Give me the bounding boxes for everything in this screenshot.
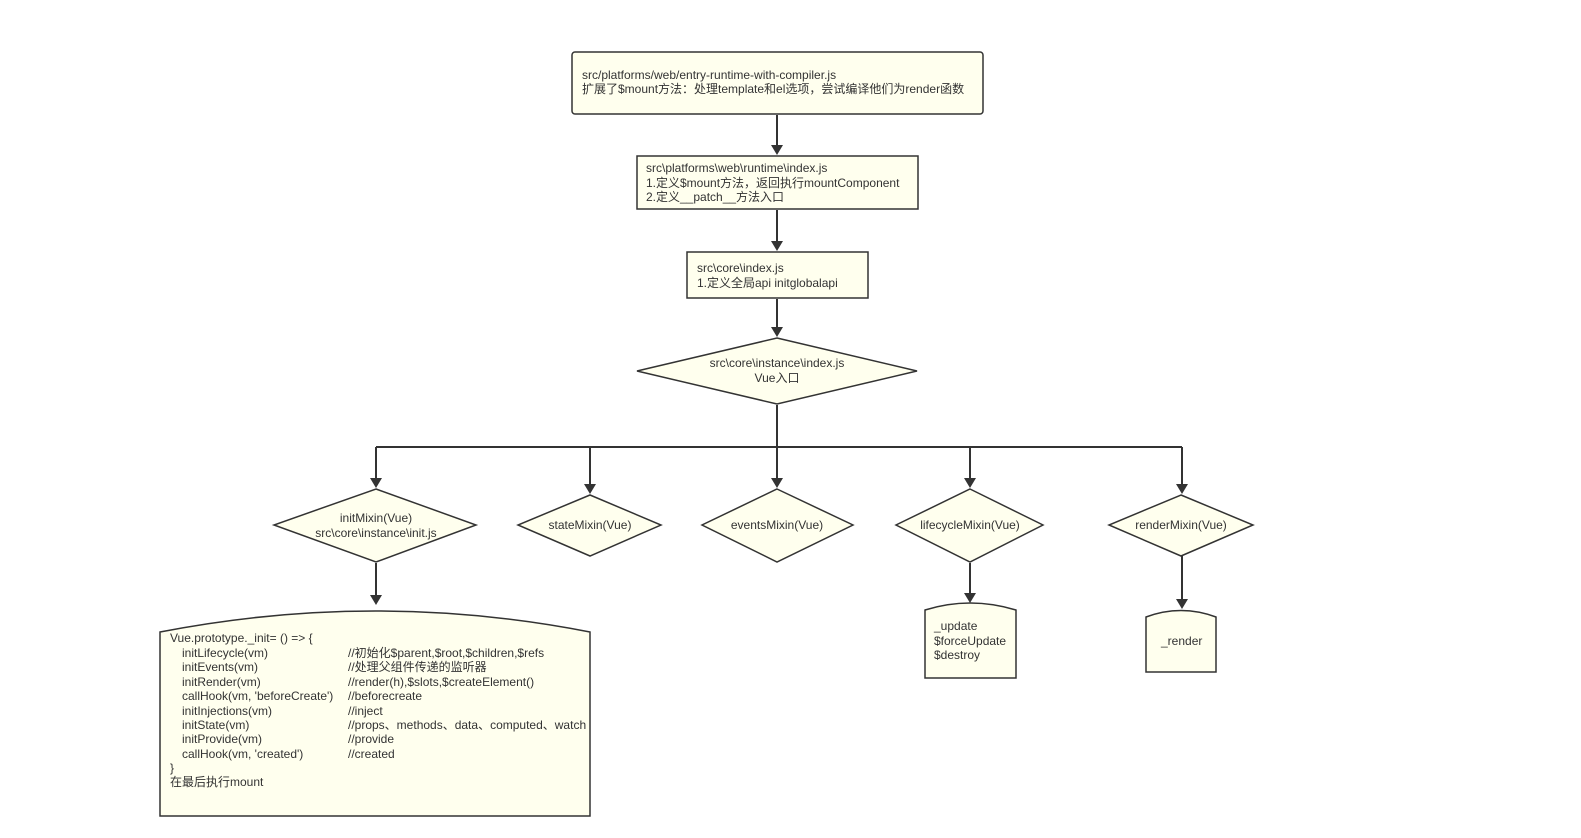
node-line: 扩展了$mount方法：处理template和el选项，尝试编译他们为rende… [582,81,964,96]
node-line: 2.定义__patch__方法入口 [646,189,784,204]
code-statement: callHook(vm, 'beforeCreate') [182,689,333,703]
node-lifecycle-methods[interactable]: _update $forceUpdate $destroy [924,602,1017,679]
method-name: _update [933,619,978,633]
node-line: src\platforms\web\runtime\index.js [646,161,827,175]
node-box [686,251,869,299]
node-label: stateMixin(Vue) [549,518,632,532]
node-box [1145,609,1217,673]
node-diamond [516,494,663,557]
node-runtime-index[interactable]: src\platforms\web\runtime\index.js 1.定义$… [636,155,919,210]
node-events-mixin[interactable]: eventsMixin(Vue) [700,488,855,563]
node-box [571,51,984,115]
arrowhead [370,478,382,488]
node-diamond [700,488,855,563]
node-diamond [1107,494,1255,557]
code-comment: //beforecreate [348,689,422,703]
node-diamond [271,488,479,563]
arrowhead [370,595,382,605]
code-header: Vue.prototype._init= () => { [170,631,313,645]
code-comment: //render(h),$slots,$createElement() [348,675,534,689]
code-statement: callHook(vm, 'created') [182,747,303,761]
code-note: 在最后执行mount [170,775,264,789]
arrowhead [584,484,596,494]
code-statement: initState(vm) [182,718,249,732]
node-line: Vue入口 [755,371,800,385]
node-line: src/platforms/web/entry-runtime-with-com… [582,68,836,82]
method-name: _render [1160,634,1202,648]
code-comment: //处理父组件传递的监听器 [348,659,487,674]
node-state-mixin[interactable]: stateMixin(Vue) [516,494,663,557]
node-diamond [636,337,918,405]
code-statement: initInjections(vm) [182,704,272,718]
node-label: eventsMixin(Vue) [731,518,823,532]
node-line: src\core\instance\index.js [710,356,845,370]
code-comment: //初始化$parent,$root,$children,$refs [348,646,544,660]
edges [370,115,1188,609]
arrowhead [1176,599,1188,609]
method-name: $destroy [934,648,980,662]
node-line: 1.定义$mount方法，返回执行mountComponent [646,175,900,190]
node-box [636,155,919,210]
node-render-mixin[interactable]: renderMixin(Vue) [1107,494,1255,557]
node-core-index[interactable]: src\core\index.js 1.定义全局api initglobalap… [686,251,869,299]
node-line: src\core\instance\init.js [315,526,436,540]
code-statement: initRender(vm) [182,675,261,689]
node-lifecycle-mixin[interactable]: lifecycleMixin(Vue) [894,488,1045,563]
code-comment: //inject [348,704,383,718]
arrowhead [964,478,976,488]
arrowhead [964,593,976,603]
node-label: lifecycleMixin(Vue) [920,518,1020,532]
node-line: src\core\index.js [697,261,784,275]
arrowhead [771,327,783,337]
node-box [924,602,1017,679]
node-init-mixin[interactable]: initMixin(Vue) src\core\instance\init.js [271,488,479,563]
node-diamond [894,488,1045,563]
code-statement: initProvide(vm) [182,732,262,746]
code-comment: //props、methods、data、computed、watch [348,718,586,732]
node-entry-runtime-with-compiler[interactable]: src/platforms/web/entry-runtime-with-com… [571,51,984,115]
arrowhead [771,241,783,251]
node-render-methods[interactable]: _render [1145,609,1217,673]
code-statement: initLifecycle(vm) [182,646,268,660]
node-instance-index[interactable]: src\core\instance\index.js Vue入口 [636,337,918,405]
code-comment: //provide [348,732,394,746]
node-line: initMixin(Vue) [340,511,412,525]
code-comment: //created [348,747,395,761]
node-box [159,610,591,817]
code-statement: initEvents(vm) [182,660,258,674]
arrowhead [771,478,783,488]
node-line: 1.定义全局api initglobalapi [697,275,838,290]
code-footer: } [170,761,174,775]
node-label: renderMixin(Vue) [1135,518,1227,532]
arrowhead [1176,484,1188,494]
node-init-code-block[interactable]: Vue.prototype._init= () => { initLifecyc… [159,610,591,817]
arrowhead [771,145,783,155]
method-name: $forceUpdate [934,634,1006,648]
